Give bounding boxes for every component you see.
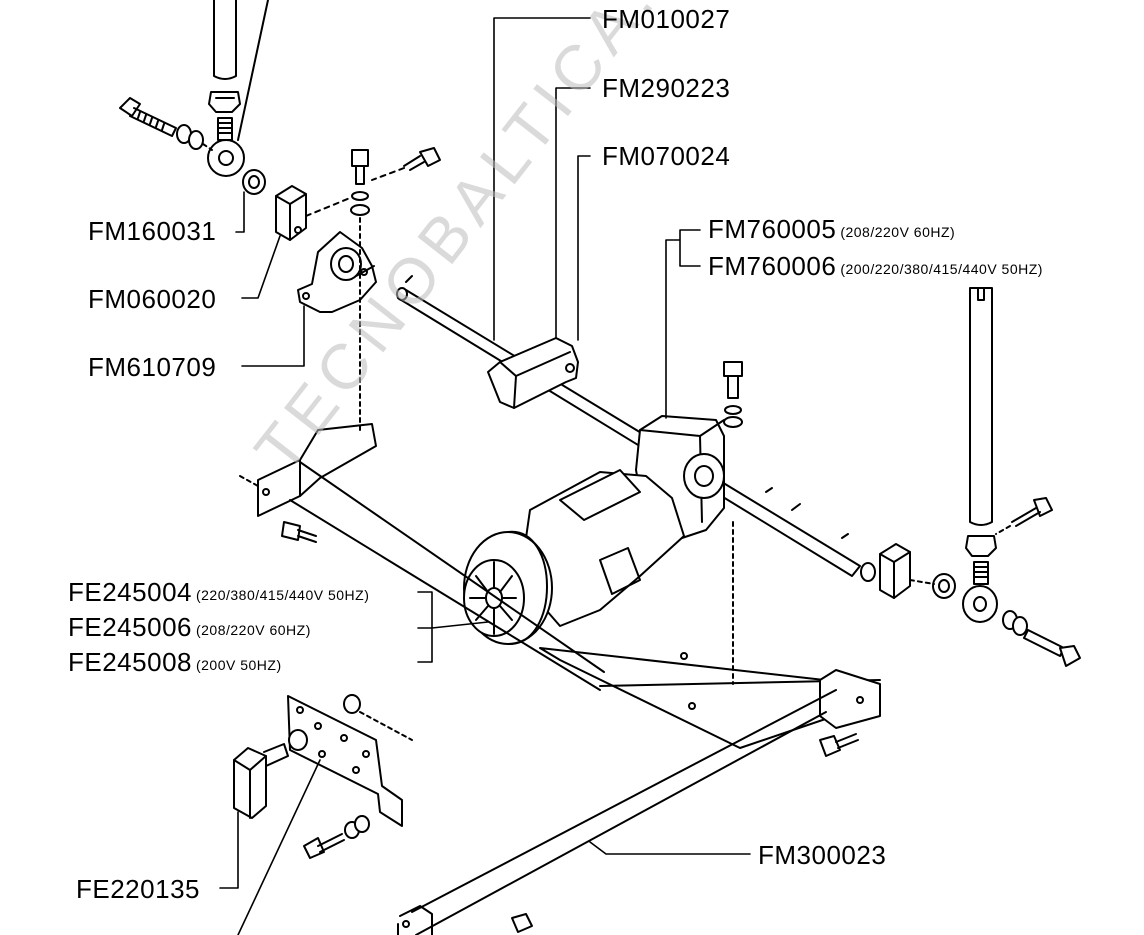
bushing <box>243 170 265 194</box>
left-rod <box>209 0 240 112</box>
motor <box>464 470 684 644</box>
bracket-block-right <box>861 544 955 598</box>
label-fm070024: FM070024 <box>602 141 731 171</box>
label-fe245004: FE245004(220/380/415/440V 50HZ) <box>68 577 370 607</box>
plate-bolt <box>304 816 369 858</box>
label-fe245006: FE245006(208/220V 60HZ) <box>68 612 311 642</box>
switch-block <box>234 744 288 818</box>
switch-plate <box>288 695 412 826</box>
rod-end-right <box>963 562 1080 666</box>
side-bolt-upper <box>372 148 440 180</box>
label-fm060020: FM060020 <box>88 284 217 314</box>
label-fm610709: FM610709 <box>88 352 217 382</box>
label-fm300023: FM300023 <box>758 840 887 870</box>
shaft-coupling <box>488 338 578 408</box>
label-fe245008: FE245008(200V 50HZ) <box>68 647 282 677</box>
label-fm290223: FM290223 <box>602 73 731 103</box>
bracket-block <box>276 186 350 240</box>
leader-lines <box>220 18 750 935</box>
side-bolt-right <box>996 498 1052 534</box>
label-fe220135: FE220135 <box>76 874 200 904</box>
label-fm760005: FM760005(208/220V 60HZ) <box>708 214 956 244</box>
label-fm010027: FM010027 <box>602 4 731 34</box>
frame-bolts <box>282 522 858 932</box>
label-fm760006: FM760006(200/220/380/415/440V 50HZ) <box>708 251 1043 281</box>
label-fm160031: FM160031 <box>88 216 217 246</box>
right-rod <box>966 288 996 556</box>
bolt-top-left <box>120 98 212 150</box>
base-frame <box>240 424 880 935</box>
vertical-bolt-gearbox <box>724 362 742 684</box>
vertical-bolt-upper <box>351 150 369 430</box>
rod-end-left <box>208 0 268 176</box>
